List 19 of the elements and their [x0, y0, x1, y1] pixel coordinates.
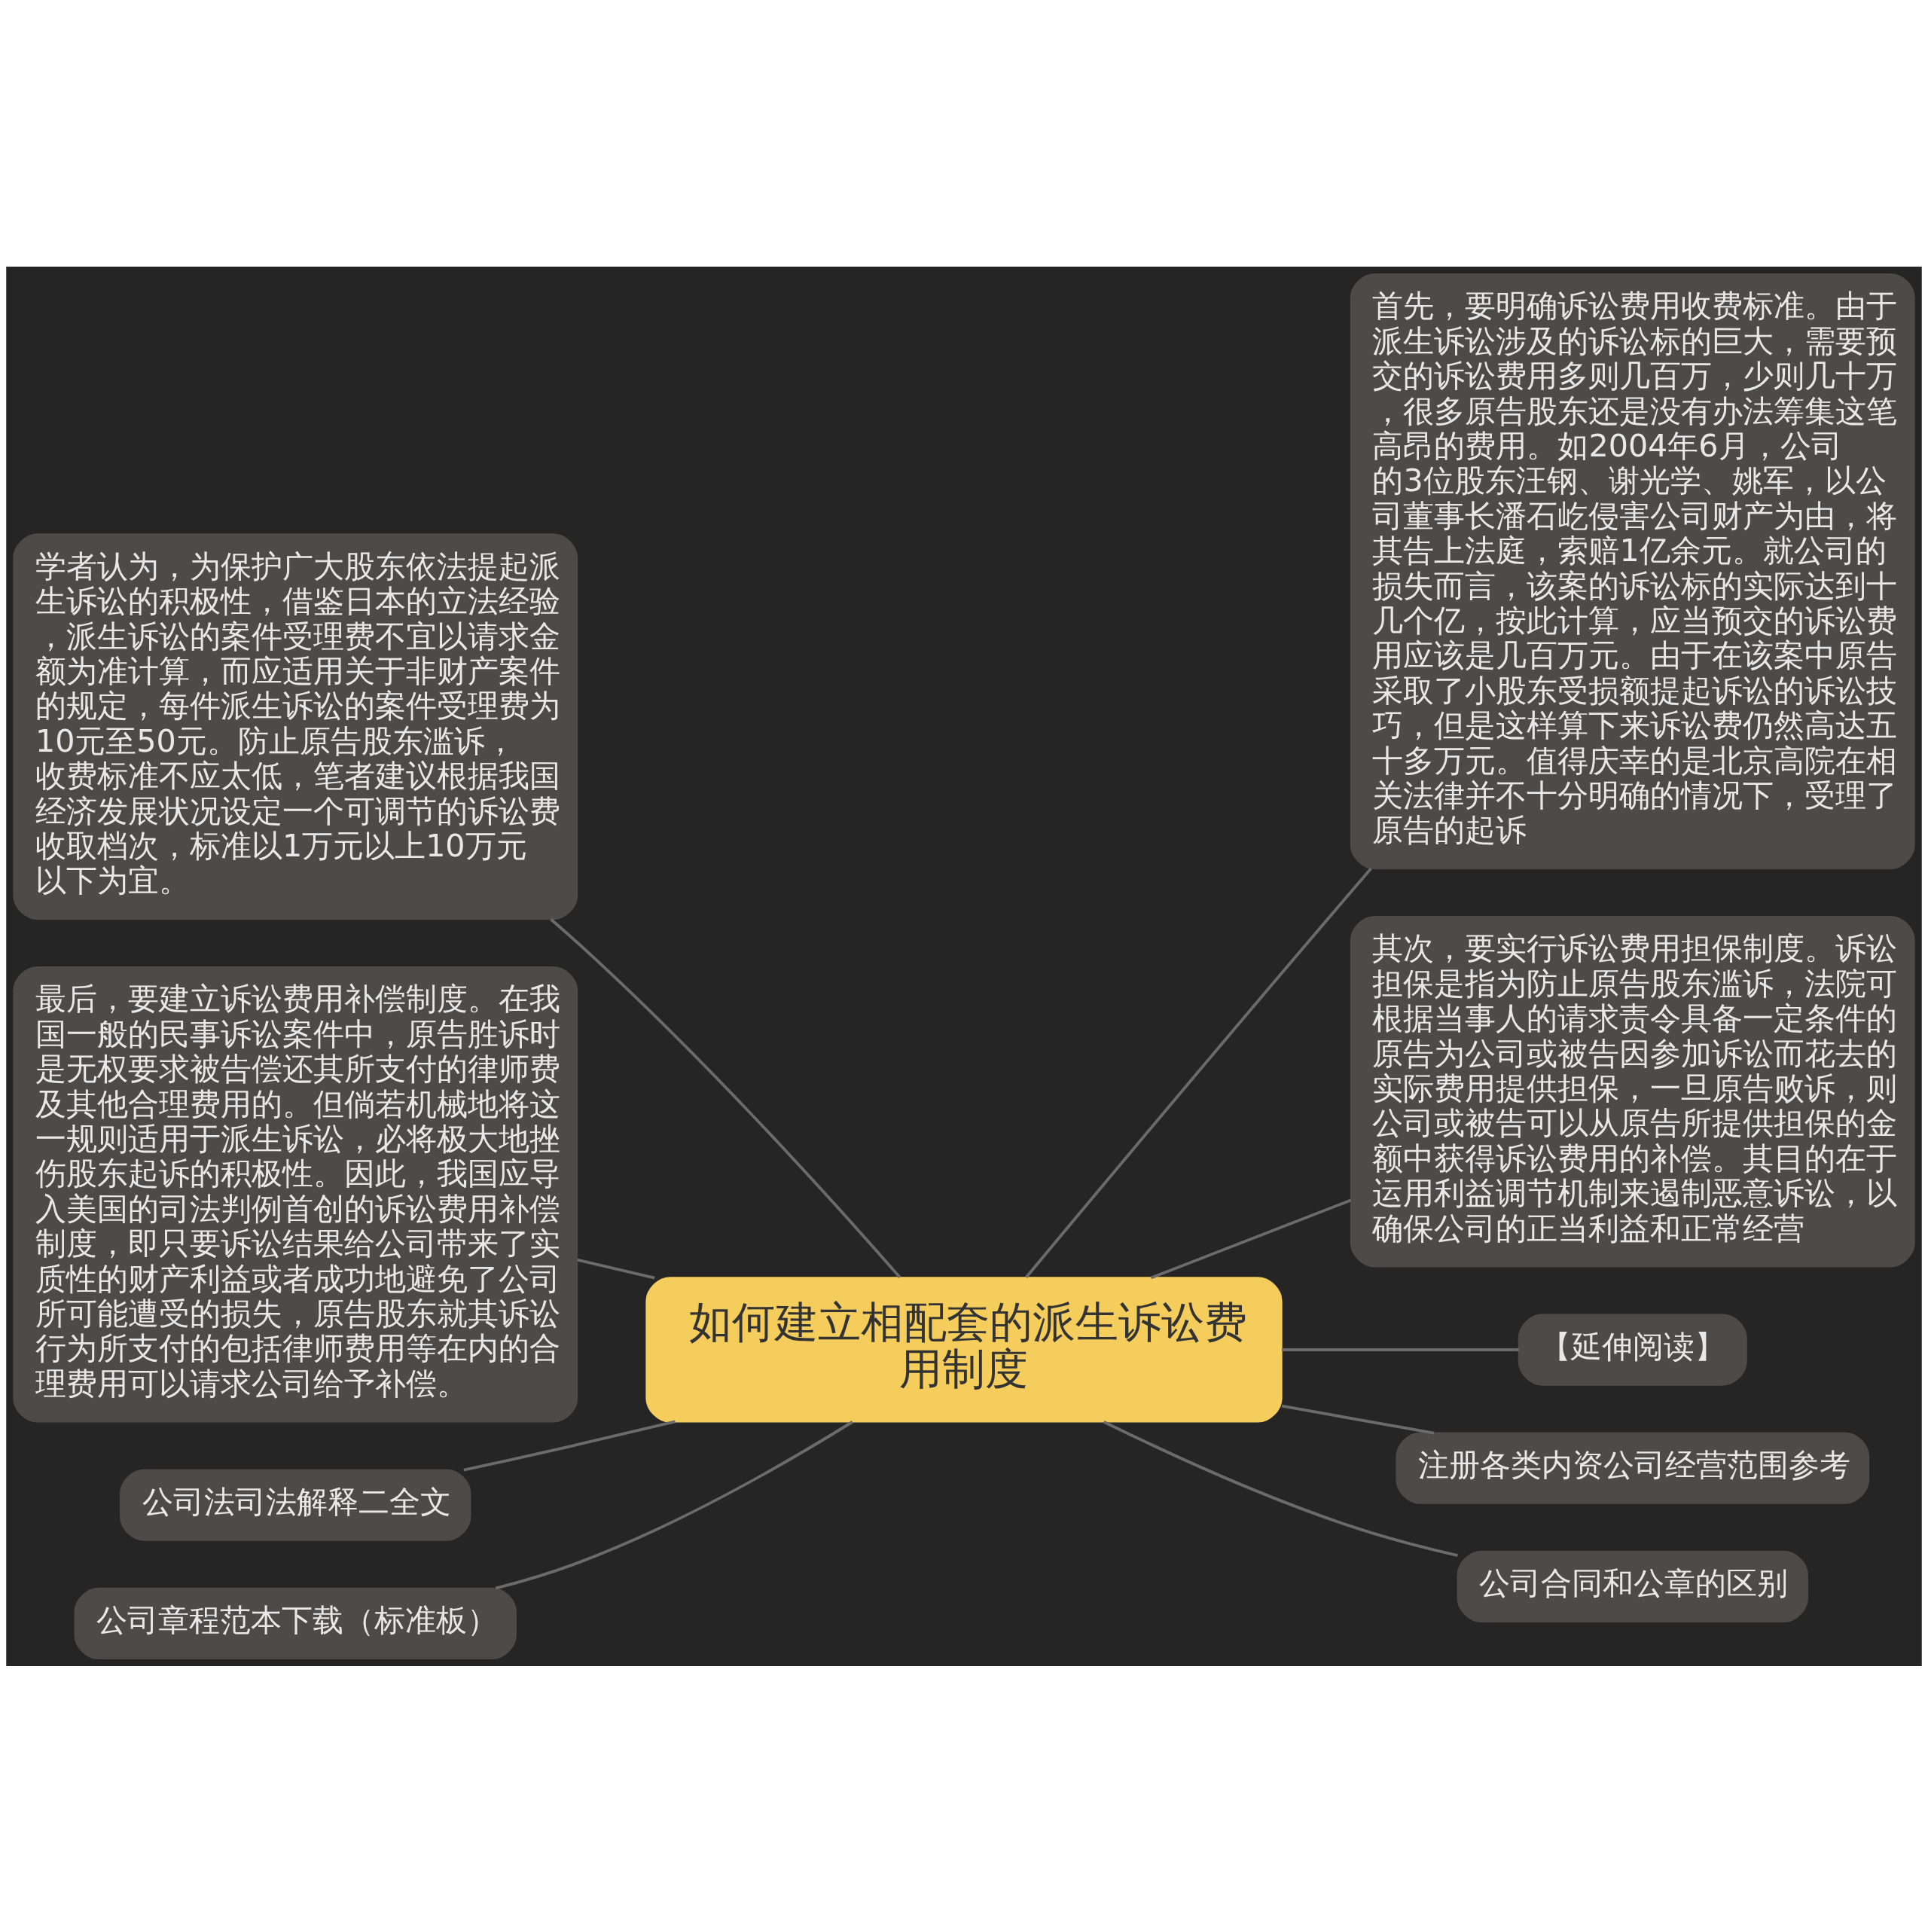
node-box: 注册各类内资公司经营范围参考 — [1396, 1431, 1870, 1504]
connector — [1025, 867, 1372, 1278]
node-box: 学者认为，为保护广大股东依法提起派生诉讼的积极性，借鉴日本的立法经验，派生诉讼的案件受理费不宜以请求金额为准计算，而应适用关于非财产案件的规定，每件派生诉讼的案件受理费为10元至50元。防止原告股东滥诉，收费标准不应太低，笔者建议根据我国经济发展状况设定一个可调节的诉讼费收取档次，标准以1万元以上10万元以下为宜。 — [13, 533, 578, 920]
node-box: 首先，要明确诉讼费用收费标准。由于派生诉讼涉及的诉讼标的巨大，需要预交的诉讼费用多则几百万，少则几十万，很多原告股东还是没有办法筹集这笔高昂的费用。如2004年6月，公司的3位股东汪钢、谢光学、姚军，以公司董事长潘石屹侵害公司财产为由，将其告上法庭，索赔1亿余元。就公司的损失而言，该案的诉讼标的实际达到十几个亿，按此计算，应当预交的诉讼费用应该是几百万元。由于在该案中原告采取了小股东受损额提起诉讼的诉讼技巧，但是这样算下来诉讼费仍然高达五十多万元。值得庆幸的是北京高院在相关法律并不十分明确的情况下，受理了原告的起诉 — [1350, 273, 1915, 869]
node-box: 其次，要实行诉讼费用担保制度。诉讼担保是指为防止原告股东滥诉，法院可根据当事人的请求责令具备一定条件的原告为公司或被告因参加诉讼而花去的实际费用提供担保，一旦原告败诉，则公司或被告可以从原告所提供担保的金额中获得诉讼费用的补偿。其目的在于运用利益调节机制来遏制恶意诉讼，以确保公司的正当利益和正常经营 — [1350, 915, 1915, 1267]
connector — [1281, 1348, 1519, 1351]
node-box: 公司合同和公章的区别 — [1457, 1550, 1808, 1622]
connector — [577, 1258, 655, 1279]
node-box: 最后，要建立诉讼费用补偿制度。在我国一般的民事诉讼案件中，原告胜诉时是无权要求被告偿还其所支付的律师费及其他合理费用的。但倘若机械地将这一规则适用于派生诉讼，必将极大地挫伤股东起诉的积极性。因此，我国应导入美国的司法判例首创的诉讼费用补偿制度，即只要诉讼结果给公司带来了实质性的财产利益或者成功地避免了公司所可能遭受的损失，原告股东就其诉讼行为所支付的包括律师费用等在内的合理费用可以请求公司给予补偿。 — [13, 966, 578, 1423]
connector — [550, 917, 901, 1278]
node-box: 【延伸阅读】 — [1518, 1313, 1747, 1386]
connector — [1281, 1404, 1435, 1435]
node-box: 公司章程范本下载（标准板） — [74, 1587, 517, 1659]
node-box: 如何建立相配套的派生诉讼费用制度 — [645, 1276, 1283, 1423]
connector — [1150, 1198, 1352, 1279]
connector — [463, 1419, 676, 1472]
connector — [1103, 1420, 1458, 1557]
connector — [495, 1420, 853, 1590]
node-box: 公司法司法解释二全文 — [120, 1468, 471, 1541]
